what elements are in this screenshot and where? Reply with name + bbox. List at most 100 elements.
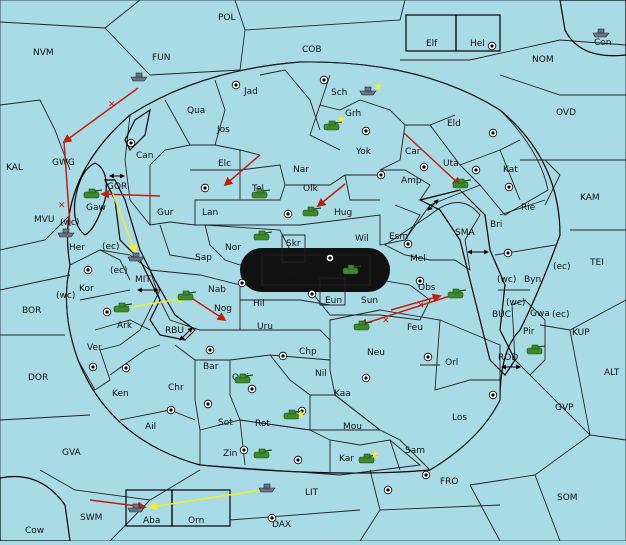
label-sch: Sch bbox=[331, 88, 347, 98]
label-wil: Wil bbox=[355, 234, 369, 244]
label-sap: Sap bbox=[195, 253, 212, 263]
sea-nvm: NVM bbox=[33, 48, 54, 58]
sea-gvp: GVP bbox=[555, 403, 574, 413]
label-hug: Hug bbox=[334, 208, 352, 218]
label-esm: Esm bbox=[389, 232, 408, 242]
label-hel: Hel bbox=[470, 39, 485, 49]
land-labels: Jad Sch Qua Grh Jos Eld Can Yok Car Elc … bbox=[25, 38, 612, 536]
label-nil: Nil bbox=[315, 369, 327, 379]
label-can: Can bbox=[136, 151, 154, 161]
hel-land[interactable] bbox=[455, 14, 501, 52]
svg-text:✕: ✕ bbox=[58, 201, 66, 211]
sea-mit: MIT bbox=[135, 275, 151, 285]
eun-region[interactable] bbox=[319, 277, 346, 306]
label-mel: Mel bbox=[410, 254, 426, 264]
label-ver: Ver bbox=[87, 343, 102, 353]
label-jad: Jad bbox=[243, 87, 258, 97]
label-grh: Grh bbox=[345, 109, 361, 119]
sea-kal: KAL bbox=[6, 163, 23, 173]
label-nor: Nor bbox=[225, 243, 241, 253]
label-yok: Yok bbox=[355, 147, 372, 157]
label-skr: Skr bbox=[286, 239, 301, 249]
label-bri: Bri bbox=[490, 220, 502, 230]
sea-fun: FUN bbox=[152, 53, 171, 63]
label-amp: Amp bbox=[401, 176, 422, 186]
label-ail: Ail bbox=[145, 422, 156, 432]
sea-lit: LIT bbox=[305, 488, 319, 498]
label-pir: Pir bbox=[523, 327, 535, 337]
order-arrows: ✕ ✕ ✕ ✕ bbox=[58, 87, 462, 511]
sea-mvu: MVU bbox=[34, 215, 55, 225]
label-bar: Bar bbox=[203, 362, 219, 372]
label-nog: Nog bbox=[214, 304, 232, 314]
coast-kor-wc: (wc) bbox=[56, 291, 75, 301]
label-chr: Chr bbox=[168, 383, 184, 393]
label-nar: Nar bbox=[293, 165, 309, 175]
coast-gwa-wc: (wc) bbox=[506, 298, 525, 308]
coast-kor-ec: (ec) bbox=[110, 266, 128, 276]
label-orn: Orn bbox=[188, 516, 204, 526]
nab-nog-region[interactable] bbox=[149, 269, 241, 331]
sea-alt: ALT bbox=[604, 368, 620, 378]
skr-region[interactable] bbox=[281, 234, 306, 263]
label-kar: Kar bbox=[339, 454, 354, 464]
gaw-land[interactable] bbox=[73, 162, 107, 236]
label-gur: Gur bbox=[157, 208, 174, 218]
canal-provinces[interactable] bbox=[261, 254, 371, 286]
cow-land[interactable] bbox=[0, 475, 71, 542]
label-hil: Hil bbox=[253, 299, 265, 309]
sea-pol: POL bbox=[218, 13, 236, 23]
label-olk: Olk bbox=[303, 184, 319, 194]
sea-tei: TEI bbox=[589, 258, 604, 268]
svg-text:★: ★ bbox=[336, 113, 346, 126]
sea-dax: DAX bbox=[272, 520, 291, 530]
label-cow: Cow bbox=[25, 526, 44, 536]
label-eld: Eld bbox=[447, 119, 461, 129]
label-rie: Rie bbox=[521, 203, 536, 213]
label-orl: Orl bbox=[445, 358, 458, 368]
sea-cob: COB bbox=[302, 45, 322, 55]
sea-gwg: GWG bbox=[52, 158, 75, 168]
orn-land[interactable] bbox=[171, 489, 231, 527]
label-gaw: Gaw bbox=[86, 203, 106, 213]
coast-gwa-ec: (ec) bbox=[552, 310, 570, 320]
sea-labels: POL NVM FUN COB NOM OVD KAL GWG MVU KAM … bbox=[6, 13, 620, 530]
sea-rod: ROD bbox=[498, 353, 518, 363]
label-web: Web bbox=[286, 274, 306, 284]
svg-text:★: ★ bbox=[296, 408, 306, 421]
label-ken: Ken bbox=[112, 389, 129, 399]
label-neu: Neu bbox=[367, 348, 385, 358]
fun-inlet bbox=[124, 108, 151, 152]
label-chp: Chp bbox=[299, 347, 317, 357]
label-gwa: Gwa bbox=[530, 309, 550, 319]
label-obs: Obs bbox=[418, 283, 436, 293]
label-sot: Sot bbox=[218, 418, 233, 428]
label-rot: Rot bbox=[255, 419, 270, 429]
qwi-rot-region[interactable] bbox=[229, 354, 311, 431]
label-elf: Elf bbox=[426, 39, 438, 49]
sea-nom: NOM bbox=[532, 55, 554, 65]
label-uta: Uta bbox=[443, 159, 459, 169]
svg-text:★: ★ bbox=[373, 80, 383, 93]
sea-bor: BOR bbox=[22, 306, 41, 316]
label-kaa: Kaa bbox=[334, 389, 351, 399]
label-kat: Kat bbox=[503, 165, 518, 175]
label-zin: Zin bbox=[223, 449, 237, 459]
sea-dor: DOR bbox=[28, 373, 48, 383]
sea-kup: KUP bbox=[572, 328, 590, 338]
svg-text:★: ★ bbox=[370, 448, 380, 461]
label-kor: Kor bbox=[79, 284, 94, 294]
sea-ovd: OVD bbox=[556, 108, 576, 118]
star-markers: ★ ★ ★ ★ bbox=[296, 80, 383, 461]
label-byn: Byn bbox=[524, 275, 541, 285]
label-jos: Jos bbox=[216, 125, 230, 135]
sea-som: SOM bbox=[557, 493, 578, 503]
label-con: Con bbox=[594, 38, 612, 48]
sea-gva: GVA bbox=[62, 448, 82, 458]
label-mou: Mou bbox=[343, 422, 362, 432]
sea-kam: KAM bbox=[580, 193, 600, 203]
label-lan: Lan bbox=[202, 208, 218, 218]
sea-buc: BUC bbox=[492, 310, 511, 320]
